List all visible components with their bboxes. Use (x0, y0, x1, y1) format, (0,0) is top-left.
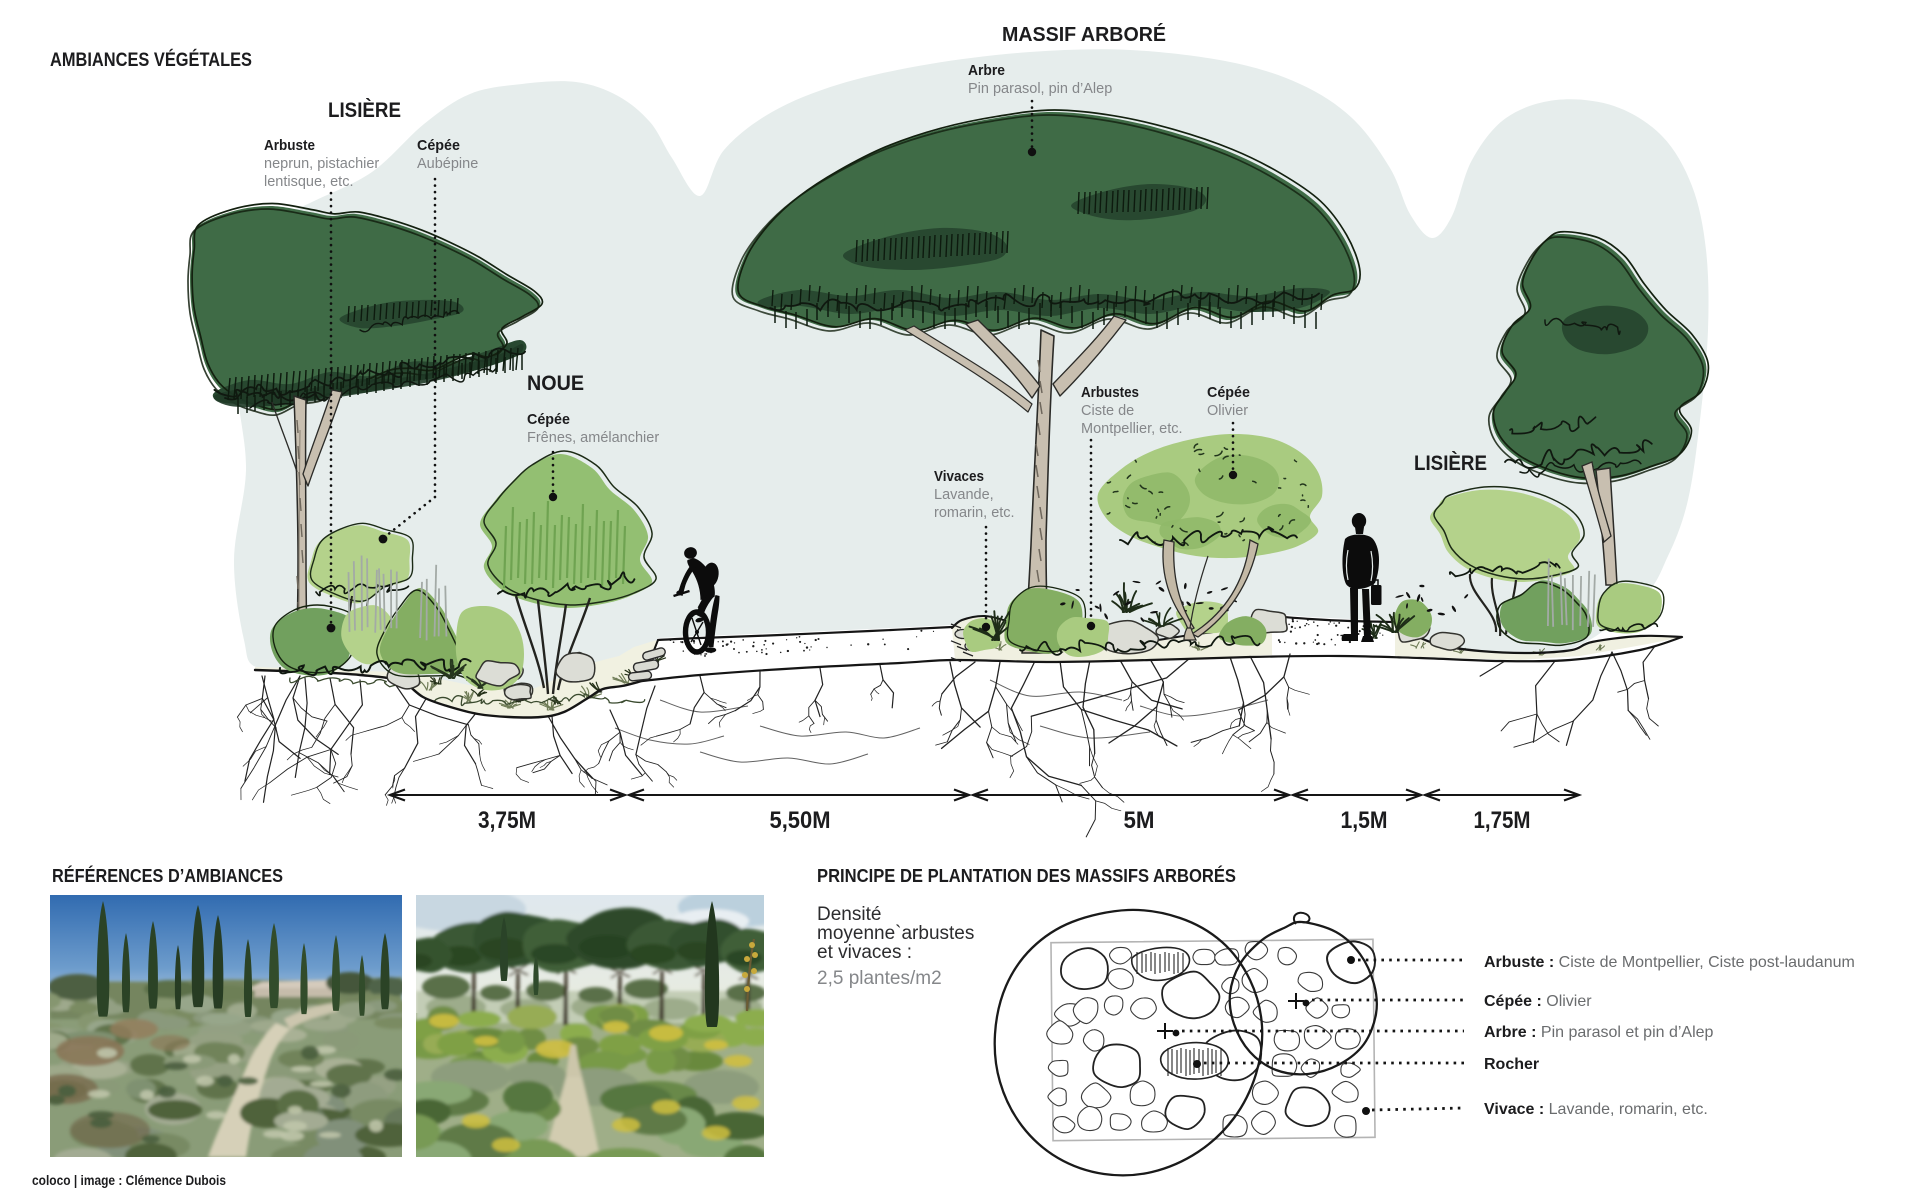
svg-text:lentisque, etc.: lentisque, etc. (264, 174, 353, 190)
svg-text:Arbre: Arbre (968, 62, 1005, 79)
svg-text:Frênes, amélanchier: Frênes, amélanchier (527, 430, 659, 446)
svg-text:LISIÈRE: LISIÈRE (1414, 452, 1487, 475)
svg-text:1,75M: 1,75M (1474, 807, 1531, 834)
svg-text:Lavande,: Lavande, (934, 487, 994, 503)
svg-text:Montpellier, etc.: Montpellier, etc. (1081, 421, 1183, 437)
svg-text:5,50M: 5,50M (770, 807, 831, 834)
svg-text:3,75M: 3,75M (478, 807, 536, 834)
svg-text:LISIÈRE: LISIÈRE (328, 99, 401, 122)
svg-text:2,5 plantes/m2: 2,5 plantes/m2 (817, 968, 942, 989)
svg-text:Cépée : Olivier: Cépée : Olivier (1484, 993, 1592, 1010)
svg-text:RÉFÉRENCES D’AMBIANCES: RÉFÉRENCES D’AMBIANCES (52, 865, 283, 886)
svg-text:Aubépine: Aubépine (417, 156, 478, 172)
svg-text:romarin, etc.: romarin, etc. (934, 505, 1015, 521)
svg-text:MASSIF ARBORÉ: MASSIF ARBORÉ (1002, 23, 1166, 46)
svg-text:AMBIANCES VÉGÉTALES: AMBIANCES VÉGÉTALES (50, 48, 252, 71)
svg-text:1,5M: 1,5M (1341, 807, 1388, 834)
svg-text:Vivace : Lavande, romarin, etc: Vivace : Lavande, romarin, etc. (1484, 1101, 1708, 1118)
svg-text:PRINCIPE DE PLANTATION DES MAS: PRINCIPE DE PLANTATION DES MASSIFS ARBOR… (817, 865, 1236, 886)
svg-text:Vivaces: Vivaces (934, 468, 984, 485)
svg-text:neprun, pistachier: neprun, pistachier (264, 156, 379, 172)
svg-text:Olivier: Olivier (1207, 403, 1248, 419)
svg-text:Densité: Densité (817, 904, 881, 925)
svg-text:Pin parasol, pin d’Alep: Pin parasol, pin d’Alep (968, 81, 1112, 97)
svg-text:5M: 5M (1124, 807, 1155, 834)
svg-text:Arbuste: Arbuste (264, 137, 315, 154)
svg-text:Arbuste : Ciste de Montpellier: Arbuste : Ciste de Montpellier, Ciste po… (1484, 954, 1855, 971)
svg-text:Rocher: Rocher (1484, 1056, 1539, 1073)
svg-text:NOUE: NOUE (527, 372, 584, 395)
svg-text:moyenne`arbustes: moyenne`arbustes (817, 923, 974, 944)
svg-text:Arbre : Pin parasol et pin d’: Arbre : Pin parasol et pin d’Alep (1484, 1024, 1714, 1041)
svg-text:Ciste de: Ciste de (1081, 403, 1134, 419)
svg-text:Cépée: Cépée (417, 137, 460, 154)
svg-text:Cépée: Cépée (1207, 384, 1250, 401)
svg-text:Cépée: Cépée (527, 411, 570, 428)
svg-text:et vivaces :: et vivaces : (817, 942, 912, 963)
svg-text:coloco | image : Clémence Dubo: coloco | image : Clémence Dubois (32, 1172, 226, 1188)
svg-text:Arbustes: Arbustes (1081, 384, 1139, 401)
